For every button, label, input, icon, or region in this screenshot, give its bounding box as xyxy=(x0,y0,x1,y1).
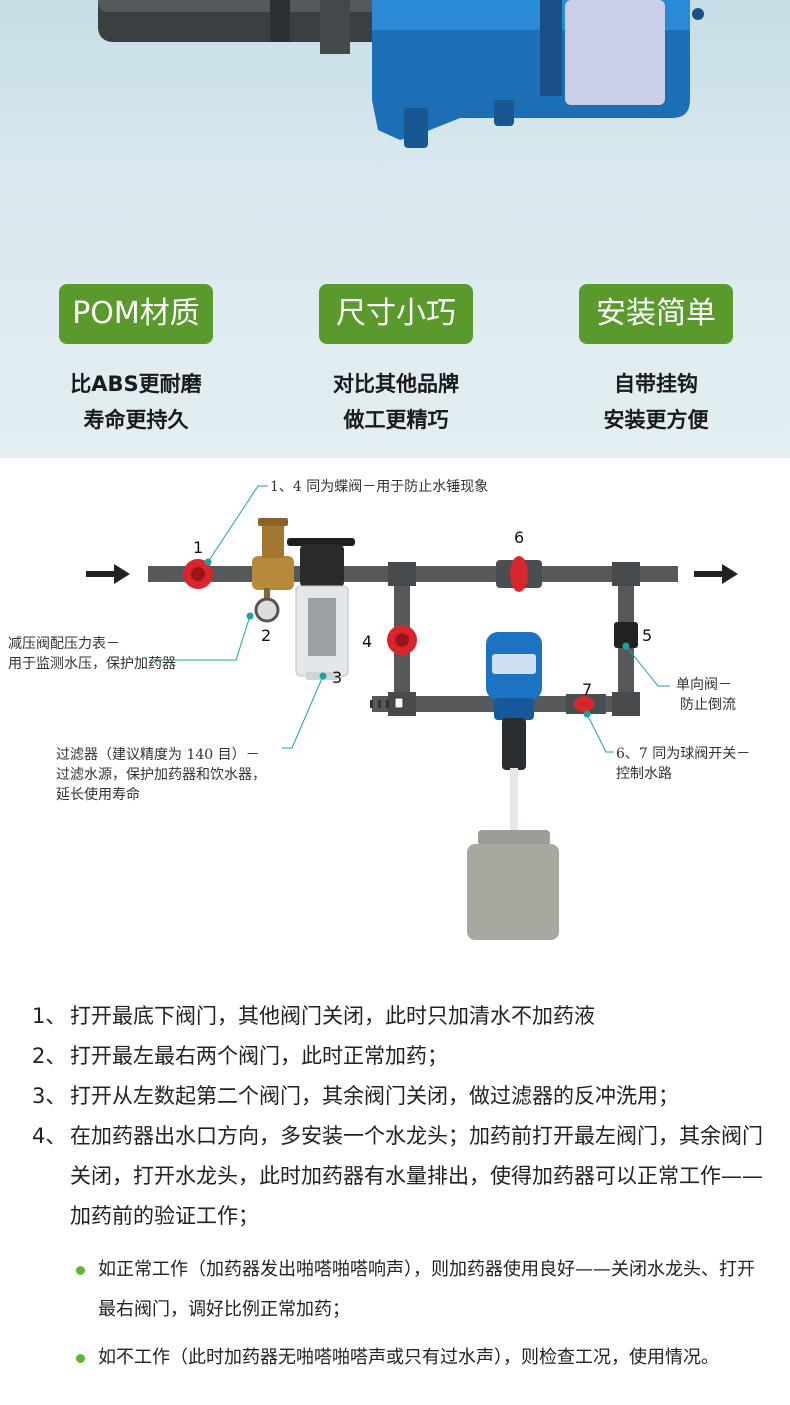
ball-valve-7 xyxy=(566,694,606,714)
feature-line: 比ABS更耐磨 xyxy=(70,372,202,396)
annotation-filter: 过滤器（建议精度为 140 目）－ 过滤水源，保护加药器和饮水器， 延长使用寿命 xyxy=(56,745,266,805)
butterfly-valve-1 xyxy=(183,559,213,589)
step-number: 3、 xyxy=(32,1084,67,1108)
feature-material: POM材质 比ABS更耐磨 寿命更持久 xyxy=(36,284,236,438)
feature-line: 对比其他品牌 xyxy=(333,372,459,396)
note-item: 如不工作（此时加药器无啪嗒啪嗒声或只有过水声），则检查工况，使用情况。 xyxy=(72,1338,772,1378)
bullet-dot-icon xyxy=(72,1250,98,1330)
dosing-pump xyxy=(486,632,542,832)
feature-list: POM材质 比ABS更耐磨 寿命更持久 尺寸小巧 对比其他品牌 做工更精巧 安装… xyxy=(0,284,790,444)
dosing-pump-image xyxy=(98,0,704,148)
product-banner: POM材质 比ABS更耐磨 寿命更持久 尺寸小巧 对比其他品牌 做工更精巧 安装… xyxy=(0,0,790,458)
annotation-line: 用于监测水压，保护加药器 xyxy=(8,656,176,672)
step-item: 4、 在加药器出水口方向，多安装一个水龙头；加药前打开最左阀门，其余阀门关闭，打… xyxy=(32,1116,772,1236)
annotation-ball-valve: 6、7 同为球阀开关－ 控制水路 xyxy=(616,744,750,784)
ball-valve-6 xyxy=(496,556,542,592)
bullet-dot-icon xyxy=(72,1338,98,1378)
step-number: 2、 xyxy=(32,1044,67,1068)
verification-notes: 如正常工作（加药器发出啪嗒啪嗒响声），则加药器使用良好——关闭水龙头、打开最右阀… xyxy=(72,1250,772,1386)
feature-badge: POM材质 xyxy=(59,284,213,344)
chemical-tank xyxy=(467,830,559,940)
annotation-line: 减压阀配压力表－ xyxy=(8,636,120,652)
butterfly-valve-4 xyxy=(387,625,417,655)
label-number: 4 xyxy=(362,632,373,651)
feature-line: 安装更方便 xyxy=(603,408,709,432)
annotation-check-valve: 单向阀－ 防止倒流 xyxy=(676,675,736,715)
feature-badge: 尺寸小巧 xyxy=(319,284,473,344)
outflow-arrow-icon xyxy=(694,564,738,584)
inflow-arrow-icon xyxy=(86,564,130,584)
note-item: 如正常工作（加药器发出啪嗒啪嗒响声），则加药器使用良好——关闭水龙头、打开最右阀… xyxy=(72,1250,772,1330)
step-text: 在加药器出水口方向，多安装一个水龙头；加药前打开最左阀门，其余阀门关闭，打开水龙… xyxy=(70,1124,763,1228)
annotation-line: 过滤器（建议精度为 140 目）－ xyxy=(56,747,260,763)
annotation-butterfly: 1、4 同为蝶阀－用于防止水锤现象 xyxy=(270,479,489,495)
label-number: 3 xyxy=(332,668,343,687)
step-text: 打开从左数起第二个阀门，其余阀门关闭，做过滤器的反冲洗用； xyxy=(70,1084,679,1108)
step-text: 打开最底下阀门，其他阀门关闭，此时只加清水不加药液 xyxy=(70,1004,595,1028)
annotation-line: 控制水路 xyxy=(616,766,672,782)
step-item: 3、 打开从左数起第二个阀门，其余阀门关闭，做过滤器的反冲洗用； xyxy=(32,1076,772,1116)
annotation-line: 单向阀－ xyxy=(676,677,732,693)
feature-install: 安装简单 自带挂钩 安装更方便 xyxy=(556,284,756,438)
feature-line: 做工更精巧 xyxy=(343,408,449,432)
annotation-line: 防止倒流 xyxy=(680,697,736,713)
feature-line: 寿命更持久 xyxy=(83,408,189,432)
label-number: 6 xyxy=(514,528,525,547)
note-text: 如正常工作（加药器发出啪嗒啪嗒响声），则加药器使用良好——关闭水龙头、打开最右阀… xyxy=(98,1259,755,1320)
annotation-line: 过滤水源，保护加药器和饮水器， xyxy=(56,767,266,783)
step-number: 1、 xyxy=(32,1004,67,1028)
feature-size: 尺寸小巧 对比其他品牌 做工更精巧 xyxy=(296,284,496,438)
note-text: 如不工作（此时加药器无啪嗒啪嗒声或只有过水声），则检查工况，使用情况。 xyxy=(98,1347,719,1368)
pressure-gauge xyxy=(254,588,280,623)
annotation-gauge: 减压阀配压力表－ 用于监测水压，保护加药器 xyxy=(8,634,176,674)
installation-diagram: 1 2 3 4 5 6 7 1、4 同为蝶阀－用于防止水锤现象 减压阀配压力表－… xyxy=(0,458,790,988)
annotation-line: 延长使用寿命 xyxy=(56,787,140,803)
annotation-line: 6、7 同为球阀开关－ xyxy=(616,746,751,762)
step-item: 2、 打开最左最右两个阀门，此时正常加药； xyxy=(32,1036,772,1076)
label-number: 1 xyxy=(193,538,204,557)
operation-steps: 1、 打开最底下阀门，其他阀门关闭，此时只加清水不加药液 2、 打开最左最右两个… xyxy=(32,996,772,1236)
label-number: 2 xyxy=(261,626,272,645)
pressure-reducing-valve xyxy=(252,518,294,590)
feature-badge: 安装简单 xyxy=(579,284,733,344)
step-item: 1、 打开最底下阀门，其他阀门关闭，此时只加清水不加药液 xyxy=(32,996,772,1036)
step-number: 4、 xyxy=(32,1124,67,1148)
pipe-diagram xyxy=(86,485,738,940)
label-number: 5 xyxy=(642,626,653,645)
filter xyxy=(287,538,355,680)
check-valve-5 xyxy=(614,622,638,648)
feature-line: 自带挂钩 xyxy=(614,372,698,396)
label-number: 7 xyxy=(582,680,593,699)
step-text: 打开最左最右两个阀门，此时正常加药； xyxy=(70,1044,448,1068)
faucet-outlet xyxy=(370,697,404,709)
